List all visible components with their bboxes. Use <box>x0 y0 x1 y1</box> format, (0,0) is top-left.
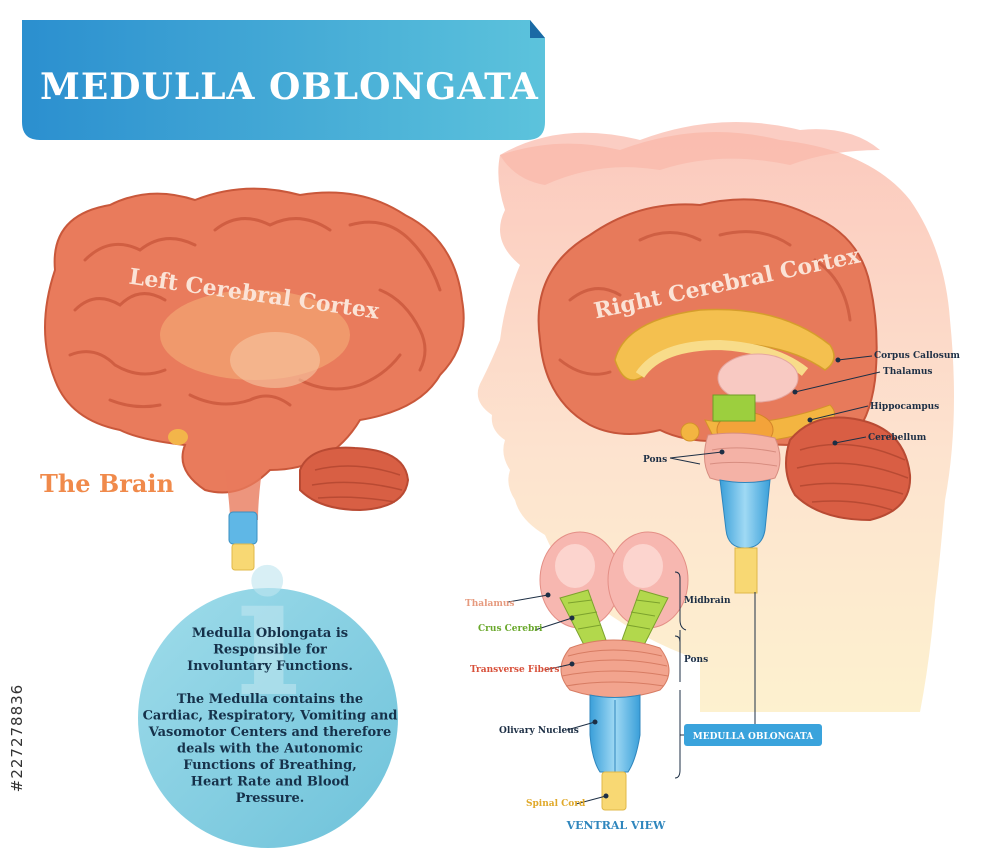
label-hippocampus: Hippocampus <box>870 402 939 412</box>
label-corpus-callosum: Corpus Callosum <box>874 351 960 361</box>
ventral-view-caption: VENTRAL VIEW <box>566 819 666 832</box>
right-sagittal-brain: Right Cerebral Cortex <box>537 198 912 594</box>
left-brain-illustration: Left Cerebral Cortex <box>44 187 465 571</box>
info-line: deals with the Autonomic <box>177 742 363 757</box>
title-banner: MEDULLA OBLONGATA <box>22 20 545 140</box>
info-line: The Medulla contains the <box>177 692 363 707</box>
page-title: MEDULLA OBLONGATA <box>40 66 539 108</box>
ventral-callouts <box>507 592 609 805</box>
ventral-label-spinal-cord: Spinal Cord <box>526 799 586 809</box>
info-line: Involuntary Functions. <box>187 659 353 674</box>
info-line: Cardiac, Respiratory, Vomiting and <box>143 709 398 724</box>
ventral-label-pons: Pons <box>684 655 708 665</box>
info-line: Medulla Oblongata is <box>192 626 348 641</box>
label-thalamus: Thalamus <box>883 367 932 377</box>
info-line: Functions of Breathing, <box>183 758 357 773</box>
info-panel: i Medulla Oblongata is Responsible forInv… <box>138 535 398 848</box>
ventral-label-thalamus: Thalamus <box>465 599 514 609</box>
stock-id: #227278836 <box>8 684 26 792</box>
label-cerebellum: Cerebellum <box>868 433 927 443</box>
info-line: Responsible for <box>213 643 327 658</box>
ventral-label-midbrain: Midbrain <box>684 596 731 606</box>
info-text: Medulla Oblongata is Responsible forInvol… <box>143 626 398 806</box>
ventral-label-olivary-nucleus: Olivary Nucleus <box>499 726 579 736</box>
the-brain-caption: The Brain <box>40 469 174 498</box>
medulla-badge-label: MEDULLA OBLONGATA <box>693 732 814 742</box>
info-line: Heart Rate and Blood <box>191 775 350 790</box>
ventral-label-transverse-fibers: Transverse Fibers <box>470 665 560 675</box>
info-watermark-glyph: i <box>236 535 301 735</box>
info-line: Pressure. <box>236 791 305 806</box>
sagittal-callouts <box>669 355 881 465</box>
label-pons: Pons <box>643 455 667 465</box>
info-line: Vasomotor Centers and therefore <box>148 725 392 740</box>
medulla-badge: MEDULLA OBLONGATA <box>684 592 822 746</box>
ventral-label-crus-cerebri: Crus Cerebri <box>478 624 543 634</box>
ventral-view-diagram <box>539 531 690 811</box>
